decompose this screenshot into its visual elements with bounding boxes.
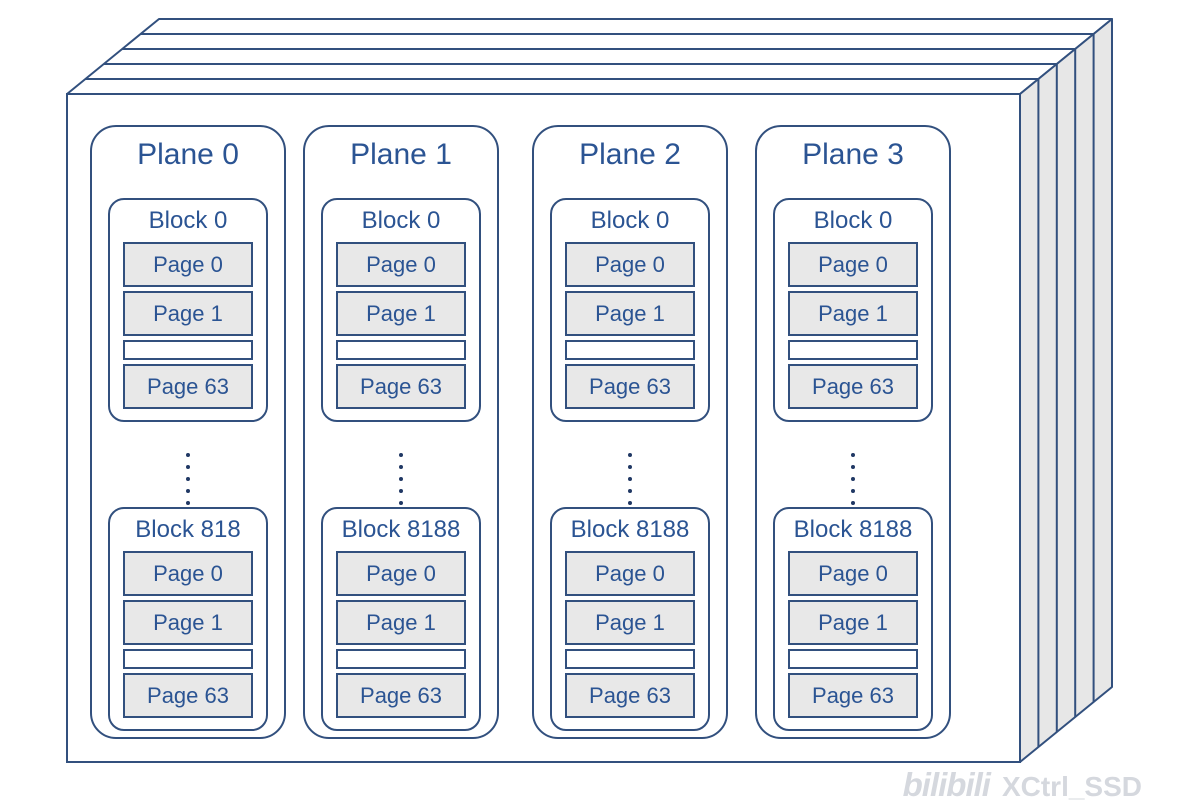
watermark-text: XCtrl_SSD bbox=[1001, 771, 1142, 802]
ellipsis-dot bbox=[186, 477, 190, 481]
stack-layer-edge bbox=[103, 63, 1058, 732]
page-row: Page 0 bbox=[565, 551, 695, 596]
page-row: Page 0 bbox=[336, 242, 466, 287]
page-row-omitted bbox=[565, 649, 695, 669]
ellipsis-dot bbox=[399, 465, 403, 469]
page-row: Page 1 bbox=[123, 291, 253, 336]
vertical-ellipsis bbox=[92, 453, 284, 505]
plane-title: Plane 1 bbox=[350, 138, 452, 171]
page-row: Page 1 bbox=[565, 600, 695, 645]
page-row: Page 0 bbox=[123, 242, 253, 287]
block-title: Block 0 bbox=[361, 207, 441, 234]
ellipsis-dot bbox=[851, 453, 855, 457]
plane-title: Plane 3 bbox=[802, 138, 904, 171]
stack-right-face bbox=[1019, 18, 1113, 763]
stack-layer-lines bbox=[85, 33, 1095, 747]
watermark: bilibili XCtrl_SSD bbox=[903, 766, 1142, 804]
stack-top-face bbox=[66, 18, 1113, 95]
block-title: Block 0 bbox=[813, 207, 893, 234]
ellipsis-dot bbox=[628, 489, 632, 493]
plane-title: Plane 0 bbox=[137, 138, 239, 171]
ellipsis-dot bbox=[628, 453, 632, 457]
ellipsis-dot bbox=[399, 453, 403, 457]
page-row-omitted bbox=[788, 340, 918, 360]
ellipsis-dot bbox=[186, 501, 190, 505]
ellipsis-dot bbox=[186, 489, 190, 493]
ellipsis-dot bbox=[851, 501, 855, 505]
page-row: Page 63 bbox=[336, 673, 466, 718]
block-title: Block 818 bbox=[135, 516, 241, 543]
block-title: Block 8188 bbox=[570, 516, 690, 543]
ellipsis-dot bbox=[851, 465, 855, 469]
page-row-omitted bbox=[565, 340, 695, 360]
ellipsis-dot bbox=[399, 477, 403, 481]
page-row: Page 1 bbox=[123, 600, 253, 645]
vertical-ellipsis bbox=[534, 453, 726, 505]
ellipsis-dot bbox=[186, 453, 190, 457]
page-row: Page 0 bbox=[565, 242, 695, 287]
block-title: Block 0 bbox=[148, 207, 228, 234]
page-row: Page 63 bbox=[565, 364, 695, 409]
stack-layer-edge bbox=[122, 48, 1077, 717]
vertical-ellipsis bbox=[757, 453, 949, 505]
ellipsis-dot bbox=[186, 465, 190, 469]
stack-layer-edge bbox=[85, 78, 1040, 747]
page-row: Page 0 bbox=[336, 551, 466, 596]
ellipsis-dot bbox=[851, 489, 855, 493]
block-title: Block 8188 bbox=[793, 516, 913, 543]
page-row-omitted bbox=[336, 340, 466, 360]
page-row: Page 63 bbox=[336, 364, 466, 409]
block-title: Block 8188 bbox=[341, 516, 461, 543]
page-row: Page 1 bbox=[336, 291, 466, 336]
plane-title: Plane 2 bbox=[579, 138, 681, 171]
ellipsis-dot bbox=[628, 477, 632, 481]
page-row: Page 1 bbox=[788, 291, 918, 336]
page-row-omitted bbox=[123, 649, 253, 669]
page-row: Page 0 bbox=[123, 551, 253, 596]
page-row: Page 0 bbox=[788, 242, 918, 287]
watermark-brand-logo: bilibili bbox=[902, 766, 991, 803]
ellipsis-dot bbox=[399, 489, 403, 493]
block-title: Block 0 bbox=[590, 207, 670, 234]
page-row: Page 63 bbox=[788, 673, 918, 718]
page-row: Page 63 bbox=[565, 673, 695, 718]
ellipsis-dot bbox=[851, 477, 855, 481]
ellipsis-dot bbox=[628, 465, 632, 469]
page-row-omitted bbox=[788, 649, 918, 669]
stack-layer-edge bbox=[140, 33, 1095, 702]
page-row: Page 63 bbox=[123, 673, 253, 718]
vertical-ellipsis bbox=[305, 453, 497, 505]
page-row-omitted bbox=[123, 340, 253, 360]
ellipsis-dot bbox=[399, 501, 403, 505]
page-row: Page 1 bbox=[788, 600, 918, 645]
page-row: Page 0 bbox=[788, 551, 918, 596]
page-row: Page 63 bbox=[788, 364, 918, 409]
ellipsis-dot bbox=[628, 501, 632, 505]
page-row: Page 1 bbox=[336, 600, 466, 645]
page-row-omitted bbox=[336, 649, 466, 669]
page-row: Page 1 bbox=[565, 291, 695, 336]
page-row: Page 63 bbox=[123, 364, 253, 409]
